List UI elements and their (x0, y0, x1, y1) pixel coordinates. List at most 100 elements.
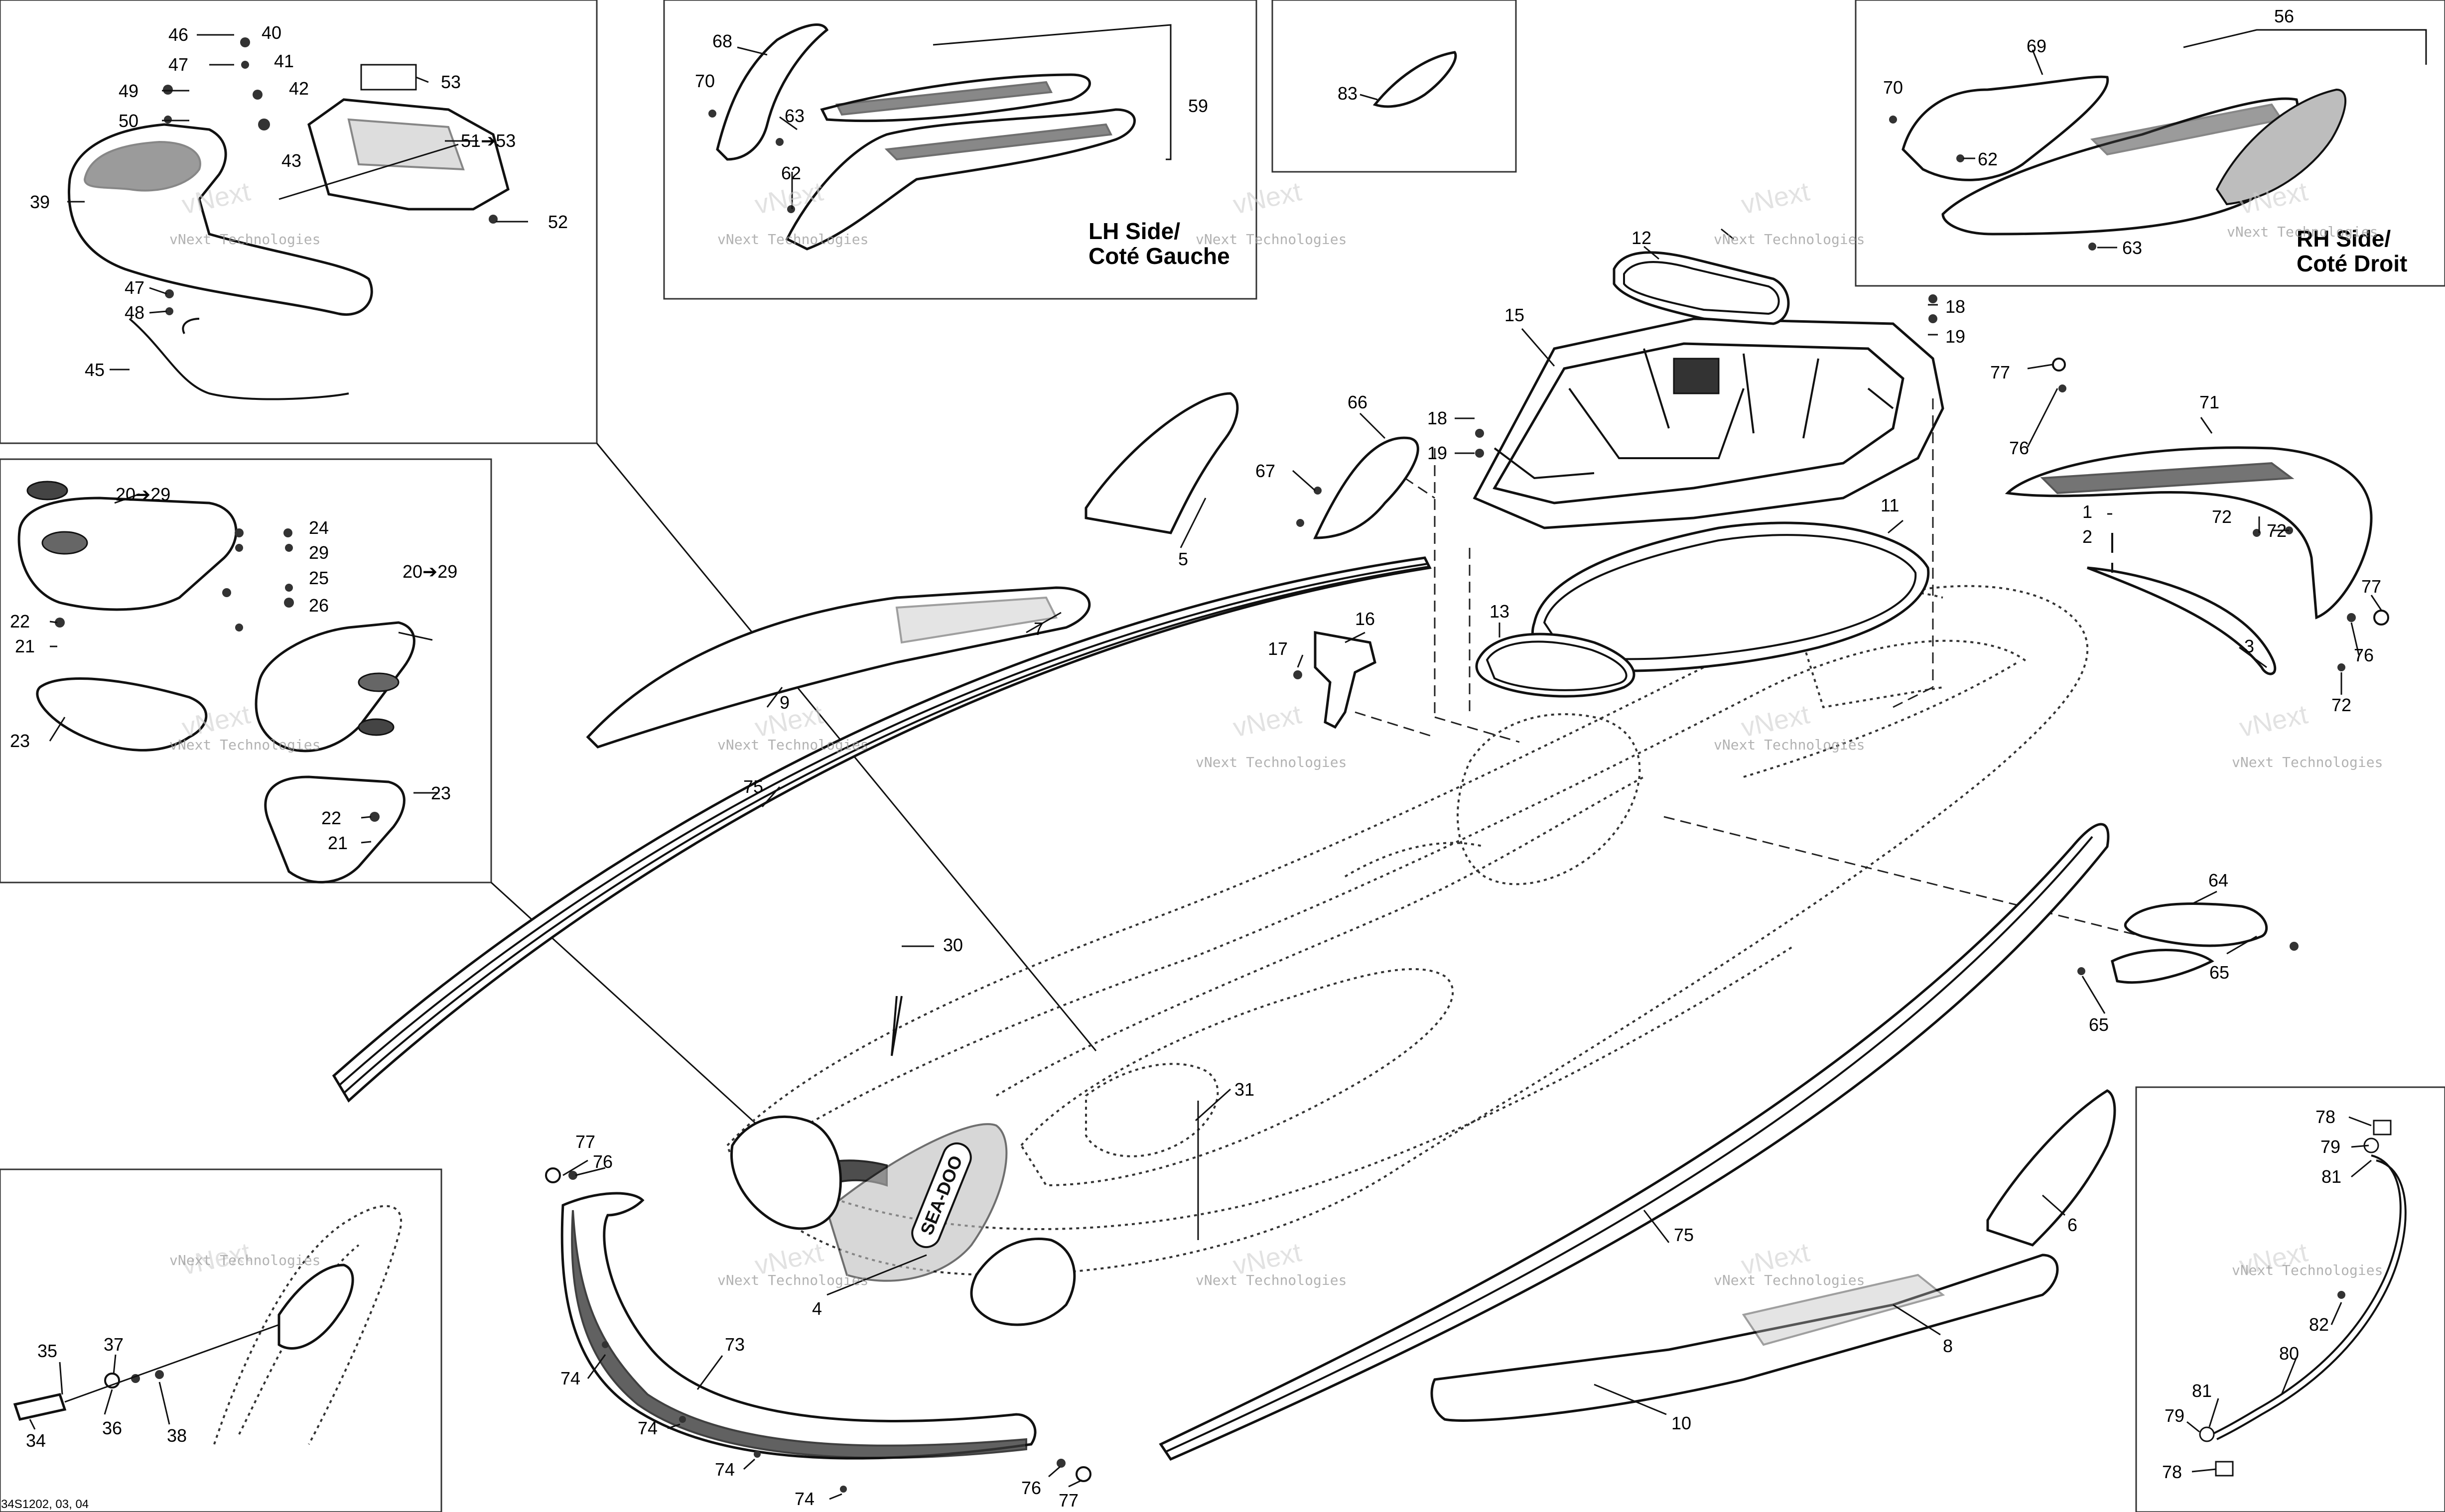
callout-66: 66 (1348, 392, 1367, 412)
watermark-text: vNext Technologies (2227, 224, 2378, 240)
callout-74: 74 (715, 1459, 735, 1480)
rub-rails (332, 556, 2110, 1461)
watermark-text: vNext Technologies (169, 737, 320, 753)
callout-76: 76 (593, 1151, 613, 1172)
watermark-text: vNext Technologies (717, 231, 868, 248)
callout-70: 70 (695, 71, 715, 91)
callout-6: 6 (2067, 1215, 2077, 1235)
watermark-text: vNext Technologies (2232, 754, 2383, 770)
callout-47: 47 (168, 54, 188, 75)
callout-62: 62 (1978, 149, 1998, 169)
callout-65: 65 (2209, 962, 2229, 983)
callout-48: 48 (125, 302, 144, 323)
callout-71: 71 (2199, 392, 2219, 412)
callout-50: 50 (119, 111, 138, 131)
watermark-mark: vNext (1230, 176, 1304, 220)
callout-68: 68 (712, 31, 732, 51)
connector-lines (490, 443, 1097, 1144)
watermark-mark: vNext (1230, 699, 1304, 743)
callout-17: 17 (1268, 638, 1288, 659)
callout-7: 7 (1034, 619, 1044, 639)
callout-5: 5 (1178, 549, 1188, 569)
callout-51-53: 51➔53 (461, 130, 516, 151)
callout-41: 41 (274, 51, 294, 71)
callout-49: 49 (119, 81, 138, 101)
inset-seat-assembly-frame (0, 0, 598, 444)
callout-81: 81 (2192, 1381, 2212, 1401)
callout-73: 73 (725, 1334, 745, 1355)
callout-75: 75 (743, 776, 763, 797)
callout-70: 70 (1883, 77, 1903, 98)
callout-4: 4 (812, 1298, 822, 1319)
callout-12: 12 (1631, 228, 1651, 248)
callout-47: 47 (125, 277, 144, 298)
inset-storage-cover (17, 481, 415, 883)
callout-21: 21 (328, 833, 348, 853)
inset-rh-side (1889, 29, 2427, 251)
stern-parts (2005, 446, 2373, 675)
callout-20-29: 20➔29 (403, 561, 457, 582)
watermark-mark: vNext (1739, 176, 1812, 220)
callout-1: 1 (2082, 502, 2092, 522)
watermark-text: vNext Technologies (1196, 231, 1347, 248)
callout-69: 69 (2027, 36, 2046, 56)
callout-3: 3 (2244, 636, 2254, 656)
callout-82: 82 (2309, 1314, 2329, 1335)
callout-16: 16 (1355, 609, 1375, 629)
rh-side-label-line1: RH Side/ (2297, 226, 2391, 252)
inset-seat (68, 37, 510, 400)
callout-77: 77 (1059, 1490, 1079, 1511)
inset-lh-side (708, 23, 1172, 251)
callout-15: 15 (1504, 305, 1524, 325)
callout-63: 63 (785, 106, 805, 126)
callout-34: 34 (26, 1430, 46, 1451)
callout-52: 52 (548, 212, 568, 232)
callout-36: 36 (102, 1418, 122, 1438)
callout-79: 79 (2320, 1136, 2340, 1157)
watermark-text: vNext Technologies (1196, 1272, 1347, 1288)
callout-65: 65 (2089, 1014, 2109, 1035)
foot-pads (586, 392, 2116, 1422)
callout-30: 30 (943, 935, 963, 955)
callout-31: 31 (1234, 1079, 1254, 1100)
side-labels: LH Side/ Coté Gauche RH Side/ Coté Droit (1088, 218, 2407, 276)
callout-79: 79 (2165, 1405, 2184, 1426)
callout-76: 76 (2354, 645, 2374, 665)
watermark-text: vNext Technologies (1714, 1272, 1865, 1288)
callout-67: 67 (1255, 461, 1275, 481)
watermark-text: vNext Technologies (717, 1272, 868, 1288)
seadoo-logo (911, 1142, 972, 1249)
callout-18: 18 (1427, 408, 1447, 428)
callout-24: 24 (309, 517, 329, 538)
watermark-text: vNext Technologies (717, 737, 868, 753)
callout-13: 13 (1490, 601, 1509, 622)
callout-63: 63 (2122, 238, 2142, 258)
inset-drain-hose (2199, 1120, 2407, 1477)
callout-40: 40 (262, 22, 281, 43)
callout-76: 76 (1021, 1478, 1041, 1498)
callout-19: 19 (1427, 443, 1447, 463)
watermark-text: vNext Technologies (1714, 737, 1865, 753)
inset-part-83-frame (1271, 0, 1517, 173)
gasket-12 (1613, 251, 1790, 325)
main-hardware (545, 294, 2389, 1493)
callout-64: 64 (2208, 870, 2228, 890)
callout-72: 72 (2331, 695, 2351, 715)
watermark-text: vNext Technologies (1714, 231, 1865, 248)
callout-74: 74 (795, 1489, 815, 1509)
lh-side-label-line1: LH Side/ (1088, 218, 1180, 244)
leader-lines (29, 34, 2382, 1500)
callout-38: 38 (167, 1425, 187, 1446)
callout-74: 74 (638, 1418, 658, 1438)
callout-2: 2 (2082, 526, 2092, 547)
callout-22: 22 (10, 611, 30, 631)
callout-81: 81 (2321, 1166, 2341, 1187)
lh-side-label-line2: Coté Gauche (1088, 243, 1230, 269)
callout-53: 53 (441, 72, 461, 92)
callout-74: 74 (560, 1368, 580, 1388)
callout-42: 42 (289, 78, 309, 99)
watermarks: vNext vNext Technologies vNext vNext Tec… (169, 176, 2383, 1288)
callout-37: 37 (104, 1334, 124, 1355)
